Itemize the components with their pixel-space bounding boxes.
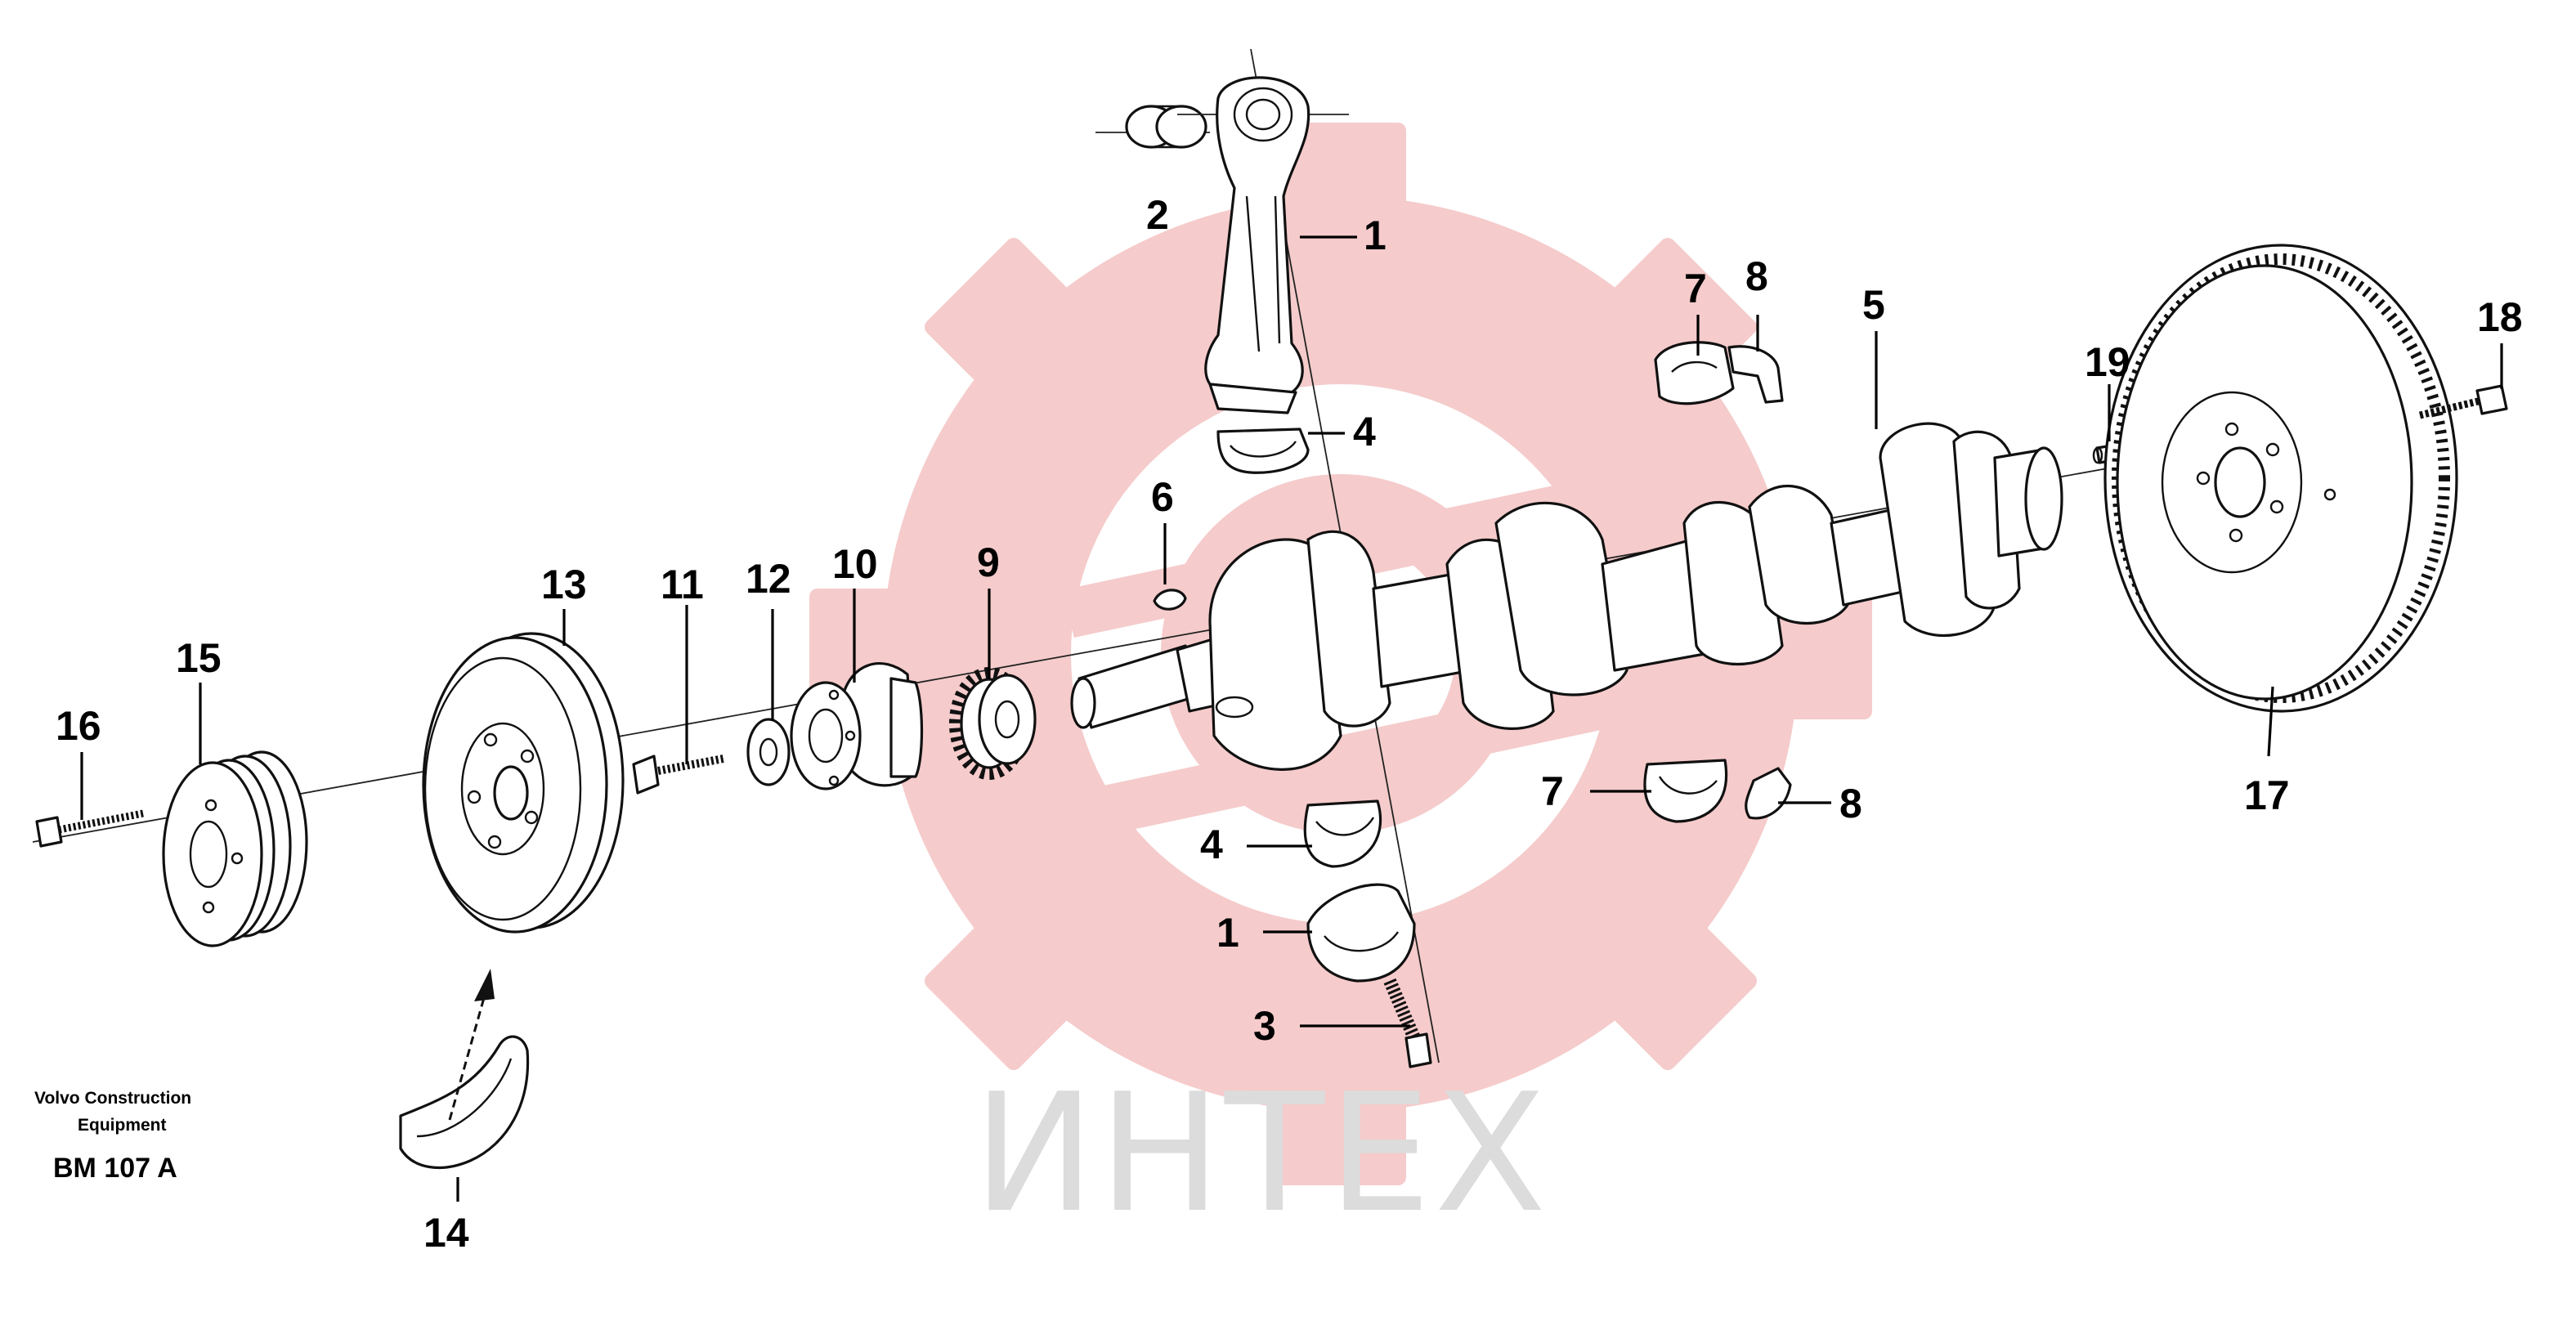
callout-2: 2 [1146,192,1169,238]
callout-7-upper: 7 [1684,266,1707,311]
main-bearing-shell-lower [1643,759,1728,823]
hub-washer [746,718,791,786]
callout-1-upper: 1 [1364,213,1387,258]
callout-5: 5 [1862,282,1885,328]
callout-14: 14 [423,1210,469,1256]
rod-bearing-shell-upper [1216,428,1310,474]
crankshaft-key [1153,589,1187,611]
callout-9: 9 [977,540,1000,585]
gear-logo-watermark [809,123,1872,1185]
callout-16: 16 [56,703,101,749]
crankshaft-hub [790,662,924,790]
callout-4-lower: 4 [1200,822,1223,867]
callout-1-lower: 1 [1216,910,1239,956]
leader-lines [80,235,2503,1202]
callout-3: 3 [1253,1003,1276,1049]
rod-bearing-shell-lower [1303,799,1382,868]
callout-7-lower: 7 [1541,768,1564,814]
hub-bolt [632,755,724,795]
callout-8-upper: 8 [1745,253,1768,299]
crankshaft [1070,422,2063,771]
caption-company-line2: Equipment [78,1116,167,1135]
callout-15: 15 [176,635,222,681]
callout-6: 6 [1151,474,1174,520]
crankshaft-pulley [422,632,625,934]
main-bearing-shell-upper [1654,341,1735,405]
flywheel [2103,244,2458,713]
pulley-bolt [35,809,144,848]
callout-11: 11 [661,562,704,607]
figure-code: BM 107 A [53,1153,177,1184]
callout-12: 12 [746,556,791,602]
thrust-washer-upper [1727,345,1784,404]
callout-18: 18 [2477,294,2523,340]
callout-13: 13 [541,562,587,607]
watermark-text: ИНТЕХ [973,1059,1550,1249]
callout-19: 19 [2085,339,2130,385]
callout-10: 10 [832,541,878,587]
connecting-rod-upper [1177,76,1349,414]
callout-8-lower: 8 [1839,781,1862,826]
caption-company-line1: Volvo Construction [34,1089,191,1108]
v-belt-pulley [162,750,308,947]
callout-17: 17 [2244,772,2290,818]
thrust-washer-part14 [399,1035,530,1170]
thrust-washer-lower [1745,767,1792,820]
connecting-rod-bolt [1383,978,1432,1068]
piston-pin-bushing [1095,105,1210,149]
flywheel-bolt [2418,384,2508,419]
assembly-arrow-icon [448,969,495,1121]
callout-4-upper: 4 [1353,409,1376,455]
connecting-rod-cap [1306,883,1416,983]
